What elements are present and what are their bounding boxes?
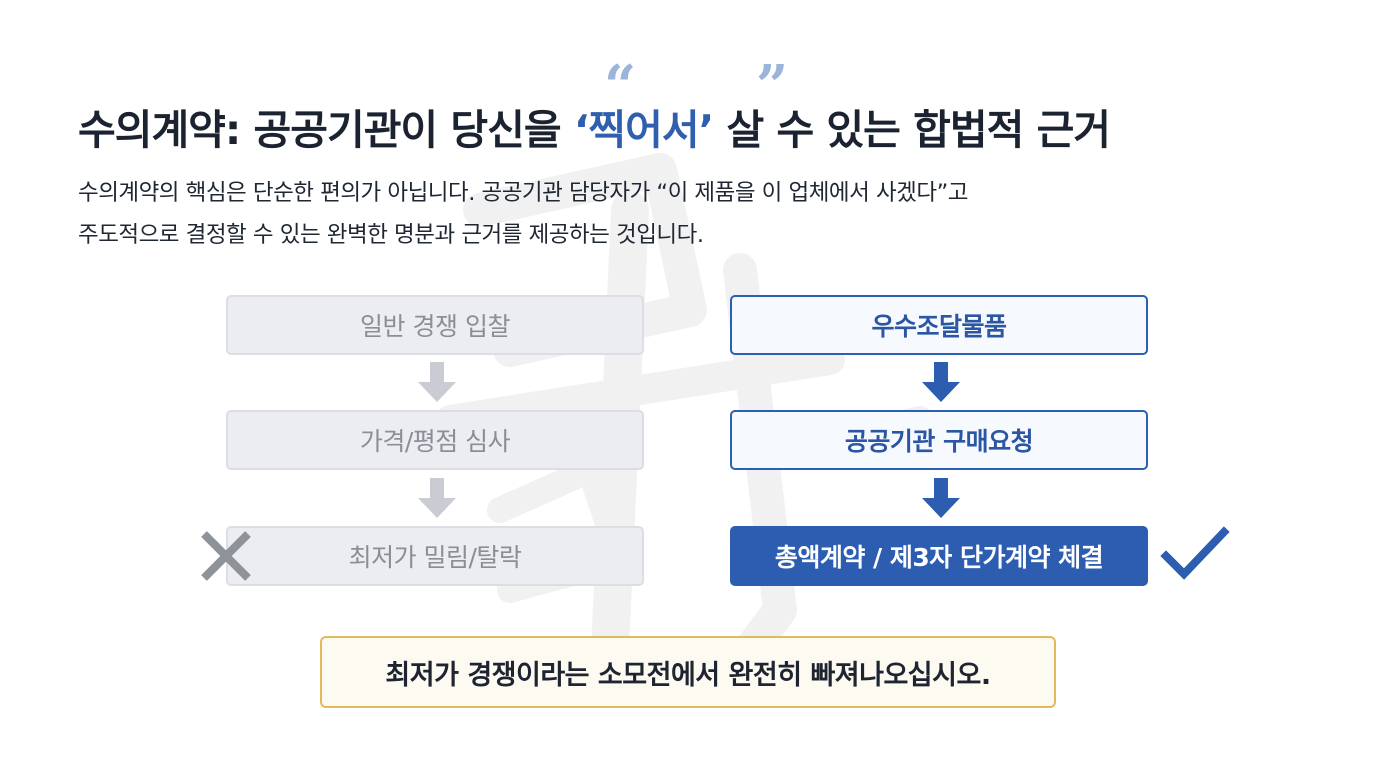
right-step-excellent-procurement-product: 우수조달물품 [730, 295, 1148, 355]
check-mark-icon [1160, 526, 1230, 580]
left-step-general-bidding: 일반 경쟁 입찰 [226, 295, 644, 355]
x-mark-icon [201, 531, 251, 581]
down-arrow-icon [922, 362, 960, 402]
down-arrow-icon [418, 478, 456, 518]
callout-message: 최저가 경쟁이라는 소모전에서 완전히 빠져나오십시오. [320, 636, 1056, 708]
down-arrow-icon [418, 362, 456, 402]
page-title: 수의계약: 공공기관이 당신을 ‘찍어서’ 살 수 있는 합법적 근거 [78, 96, 1111, 156]
subtitle-line-1: 수의계약의 핵심은 단순한 편의가 아닙니다. 공공기관 담당자가 “이 제품을… [78, 180, 968, 206]
close-quote-mark: ” [756, 53, 789, 119]
left-step-price-review: 가격/평점 심사 [226, 410, 644, 470]
left-step-lowest-price-dropout: 최저가 밀림/탈락 [226, 526, 644, 586]
title-highlight: ‘찍어서’ [573, 106, 714, 154]
page-subtitle: 수의계약의 핵심은 단순한 편의가 아닙니다. 공공기관 담당자가 “이 제품을… [78, 172, 1258, 256]
right-step-contract-signed: 총액계약 / 제3자 단가계약 체결 [730, 526, 1148, 586]
subtitle-line-2: 주도적으로 결정할 수 있는 완벽한 명분과 근거를 제공하는 것입니다. [78, 222, 704, 248]
open-quote-mark: “ [604, 53, 637, 119]
title-before: 수의계약: 공공기관이 당신을 [78, 106, 574, 154]
down-arrow-icon [922, 478, 960, 518]
title-after: 살 수 있는 합법적 근거 [713, 106, 1111, 154]
right-step-public-purchase-request: 공공기관 구매요청 [730, 410, 1148, 470]
